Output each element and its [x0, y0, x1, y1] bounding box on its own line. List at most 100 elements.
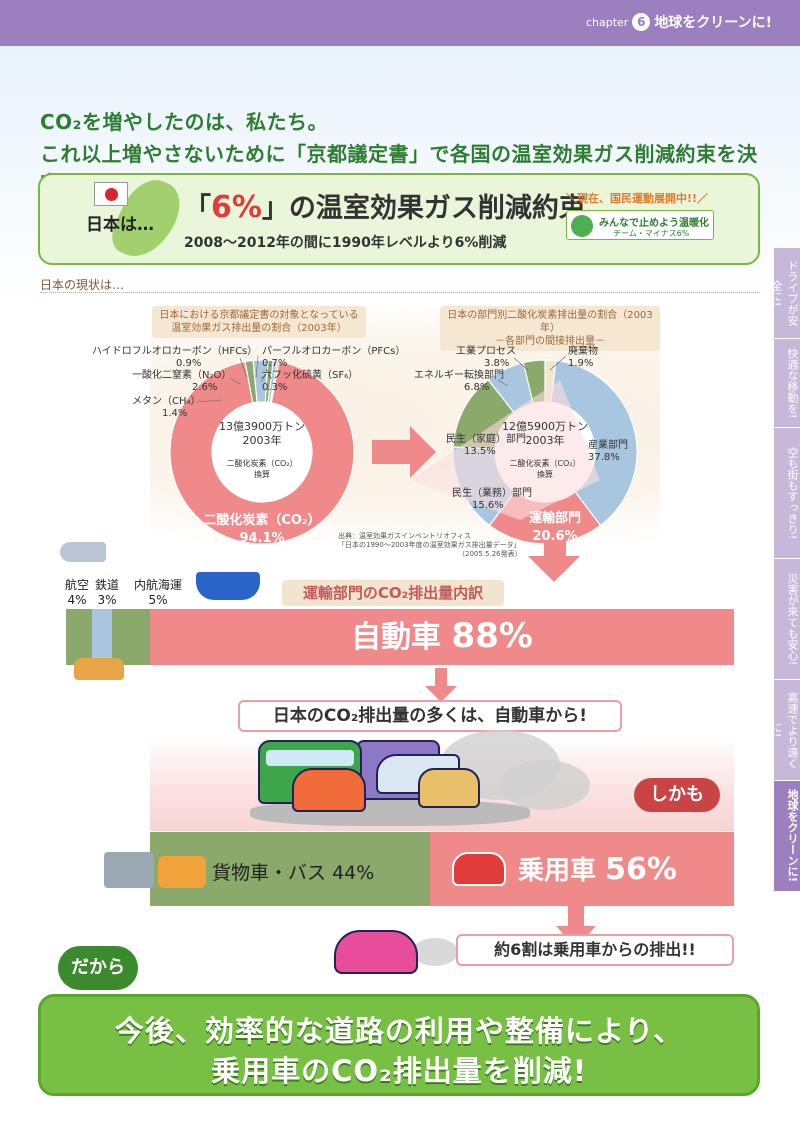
source-line-1: 出典：温室効果ガスインベントリオフィス — [338, 532, 471, 540]
campaign-label: ＼現在、国民運動展開中!!／ — [566, 192, 709, 205]
ship-value: 5% — [148, 593, 168, 607]
chart2-title-main: 日本の部門別二酸化炭素排出量の割合（2003年） — [447, 310, 653, 334]
side-tab-6[interactable]: 地球をクリーンに! — [774, 781, 800, 891]
leader-pfc — [255, 355, 259, 379]
chart1-center-line3: 二酸化炭素（CO₂） — [226, 458, 297, 468]
chart2-industry-name: 産業部門 — [588, 440, 628, 451]
chart2-process-value: 3.8% — [484, 358, 510, 369]
orange-car-illustration — [292, 768, 366, 812]
side-tab-4[interactable]: 災害が来ても安心! — [774, 559, 800, 679]
leader-hfc — [239, 357, 248, 379]
chart1-pfc-name: パーフルオロカーボン（PFCs） — [262, 346, 406, 357]
conclusion-line-2: 乗用車のCO₂排出量を削減! — [211, 1054, 587, 1088]
arrow-stem-2 — [435, 668, 447, 686]
arrow-down-1 — [528, 556, 580, 582]
chart2-center-line3: 二酸化炭素（CO₂） — [509, 458, 580, 468]
chart1-co2-value: 94.1% — [239, 531, 284, 546]
car-value: 88% — [451, 616, 533, 656]
chart2-household-name: 民生（家庭）部門 — [446, 434, 526, 445]
side-tab-2[interactable]: 快適な移動を! — [774, 339, 800, 427]
exhaust-smoke-2 — [500, 760, 590, 810]
chart2-transport-label: 運輸部門 — [529, 510, 581, 526]
conclusion-line-1: 今後、効率的な道路の利用や整備により、 — [114, 1014, 684, 1048]
side-tab-1[interactable]: ドライブが安全に! — [770, 248, 800, 338]
ship-label: 内航海運 — [133, 578, 182, 592]
chart1-center-line2: 2003年 — [243, 433, 282, 447]
donut-charts: 13億3900万トン 2003年 二酸化炭素（CO₂） 換算 12億5900万ト… — [170, 355, 637, 546]
passenger-value: 56% — [605, 852, 677, 887]
chapter-title: 地球をクリーンに! — [654, 15, 772, 31]
globe-icon — [571, 215, 593, 237]
chart1-center: 13億3900万トン 2003年 二酸化炭素（CO₂） 換算 — [219, 420, 305, 479]
chart2-subtitle: －各部門の間接排出量－ — [495, 336, 605, 347]
shikamo-badge: しかも — [634, 778, 720, 812]
leader-ch4 — [195, 399, 223, 403]
side-tab-5[interactable]: 高速でより遠くに! — [770, 680, 800, 780]
car-label: 自動車 — [351, 620, 442, 655]
chart2-center: 12億5900万トン 2003年 二酸化炭素（CO₂） 換算 — [502, 420, 588, 479]
pink-car-smoke — [412, 938, 458, 966]
cargo-label: 貨物車・バス — [212, 862, 327, 884]
chart1-sf6-name: 六フッ化硫黄（SF₆） — [262, 370, 359, 381]
car-share: 自動車 88% — [150, 612, 734, 656]
chart2-waste-value: 1.9% — [568, 358, 594, 369]
chart1-title: 日本における京都議定書の対象となっている温室効果ガス排出量の割合（2003年） — [152, 306, 366, 338]
chart1-hfc-name: ハイドロフルオロカーボン（HFCs） — [92, 346, 258, 357]
dakara-badge: だから — [58, 946, 138, 990]
pie1-slice-5 — [269, 360, 280, 404]
bus-icon — [158, 856, 206, 888]
chart1-pfc-value: 0.7% — [262, 358, 288, 369]
leader-process — [513, 357, 529, 371]
chart1-n2o-name: 一酸化二窒素（N₂O） — [132, 370, 232, 381]
source-line-3: （2005.5.26発表） — [458, 550, 522, 558]
connector-wedge — [410, 380, 600, 520]
conclusion-box — [38, 994, 760, 1096]
rail-bar — [92, 609, 112, 665]
connector-arrow — [372, 426, 436, 478]
train-icon — [74, 658, 124, 680]
truck-icon — [104, 852, 154, 888]
pink-car-illustration — [334, 930, 418, 974]
arrow-stem-3 — [568, 906, 584, 926]
header-bar — [0, 0, 800, 46]
chart1-label-sf6: 六フッ化硫黄（SF₆）0.3% — [262, 370, 358, 394]
pledge-title: 「6%」の温室効果ガス削減約束 — [184, 186, 586, 225]
pledge-subtitle: 2008～2012年の間に1990年レベルより6%削減 — [184, 235, 507, 251]
leader-waste — [549, 355, 567, 371]
rail-value: 3% — [97, 593, 117, 607]
transport-title: 運輸部門のCO₂排出量内訳 — [282, 580, 504, 606]
side-tab-3[interactable]: 空も街もすっきり! — [774, 428, 800, 558]
chart1-center-line1: 13億3900万トン — [219, 420, 305, 433]
passenger-label: 乗用車 — [518, 856, 597, 886]
chart1-ch4-name: メタン（CH₄） — [132, 396, 201, 407]
cargo-value: 44% — [332, 862, 375, 884]
air-label: 航空 — [64, 578, 89, 592]
ship-bar — [112, 609, 150, 665]
logo-line-2: チーム・マイナス6% — [613, 229, 690, 238]
ship-icon — [196, 572, 260, 600]
chart2-business-value: 15.6% — [472, 500, 504, 511]
chart1-label-ch4: メタン（CH₄）1.4% — [132, 396, 201, 420]
chapter-heading: chapter 6 地球をクリーンに! — [586, 12, 772, 32]
chart1-center-line4: 換算 — [254, 469, 270, 479]
chart2-title: 日本の部門別二酸化炭素排出量の割合（2003年） －各部門の間接排出量－ — [440, 306, 660, 351]
chart2-business-name: 民生（業務）部門 — [452, 488, 532, 499]
team-minus6-logo: みんなで止めよう温暖化 チーム・マイナス6% — [566, 210, 714, 240]
passenger-car-icon — [452, 852, 506, 886]
chart1-label-hfc: ハイドロフルオロカーボン（HFCs）0.9% — [92, 346, 257, 370]
chart2-energy-value: 6.8% — [464, 382, 490, 393]
sixty-percent-banner: 約6割は乗用車からの排出!! — [456, 934, 734, 966]
logo-line-1: みんなで止めよう温暖化 — [599, 218, 709, 229]
rail-label: 鉄道 — [94, 578, 119, 592]
chart1-label-n2o: 一酸化二窒素（N₂O）2.6% — [132, 370, 231, 394]
chart1-n2o-value: 2.6% — [192, 382, 218, 393]
chapter-word: chapter — [585, 15, 629, 29]
source-note: 出典：温室効果ガスインベントリオフィス 「日本の1990～2003年度の温室効果… — [338, 532, 522, 559]
chart2-process-name: 工業プロセス — [456, 346, 516, 357]
